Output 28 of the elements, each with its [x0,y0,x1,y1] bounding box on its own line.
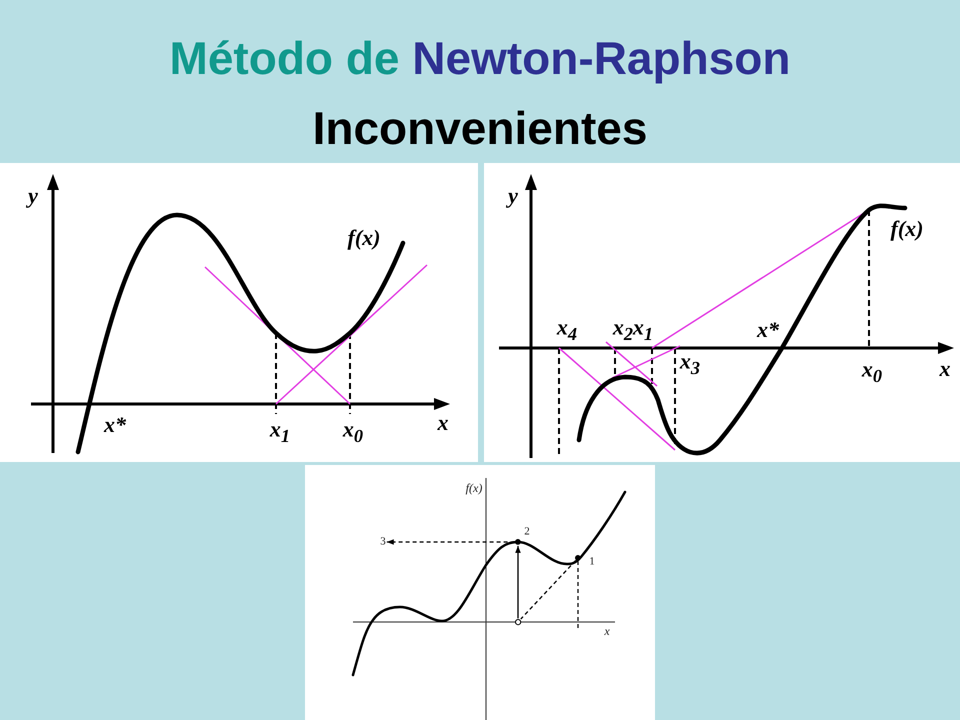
title: Método de Newton-Raphson [168,31,792,86]
axis-label: x [438,412,448,434]
dashed-arrow [386,539,515,545]
iterate-label: x$_{1}$ [632,316,654,344]
iterate-label: x$_{3}$ [680,350,700,378]
axis-label: y [28,185,38,207]
point-number: 1 [589,556,595,568]
point-number: 3 [380,536,386,548]
curve-point [515,539,521,545]
axis-label: x [604,625,610,637]
function-label: f(x) [890,218,924,240]
axis-point [514,618,522,626]
iterate-label: x$_{4}$ [556,316,578,344]
curve-point [575,555,581,561]
function-label: f(x) [348,227,380,249]
subtitle: Inconvenientes [312,105,648,151]
dotted-tangent-line [520,560,576,620]
point-number: 2 [524,526,530,538]
function-label: f(x) [466,482,482,494]
iterate-label: x$_{0}$ [342,418,364,446]
iterate-label: x$_{0}$ [862,358,882,386]
root-label: x* [757,319,779,341]
axis-label: y [508,185,518,207]
axis-label: x [940,358,950,380]
arrow [515,546,521,618]
root-label: x* [104,414,126,436]
iterate-label: x$_{1}$ [270,418,290,446]
iterate-label: x$_{2}$ [612,316,634,344]
